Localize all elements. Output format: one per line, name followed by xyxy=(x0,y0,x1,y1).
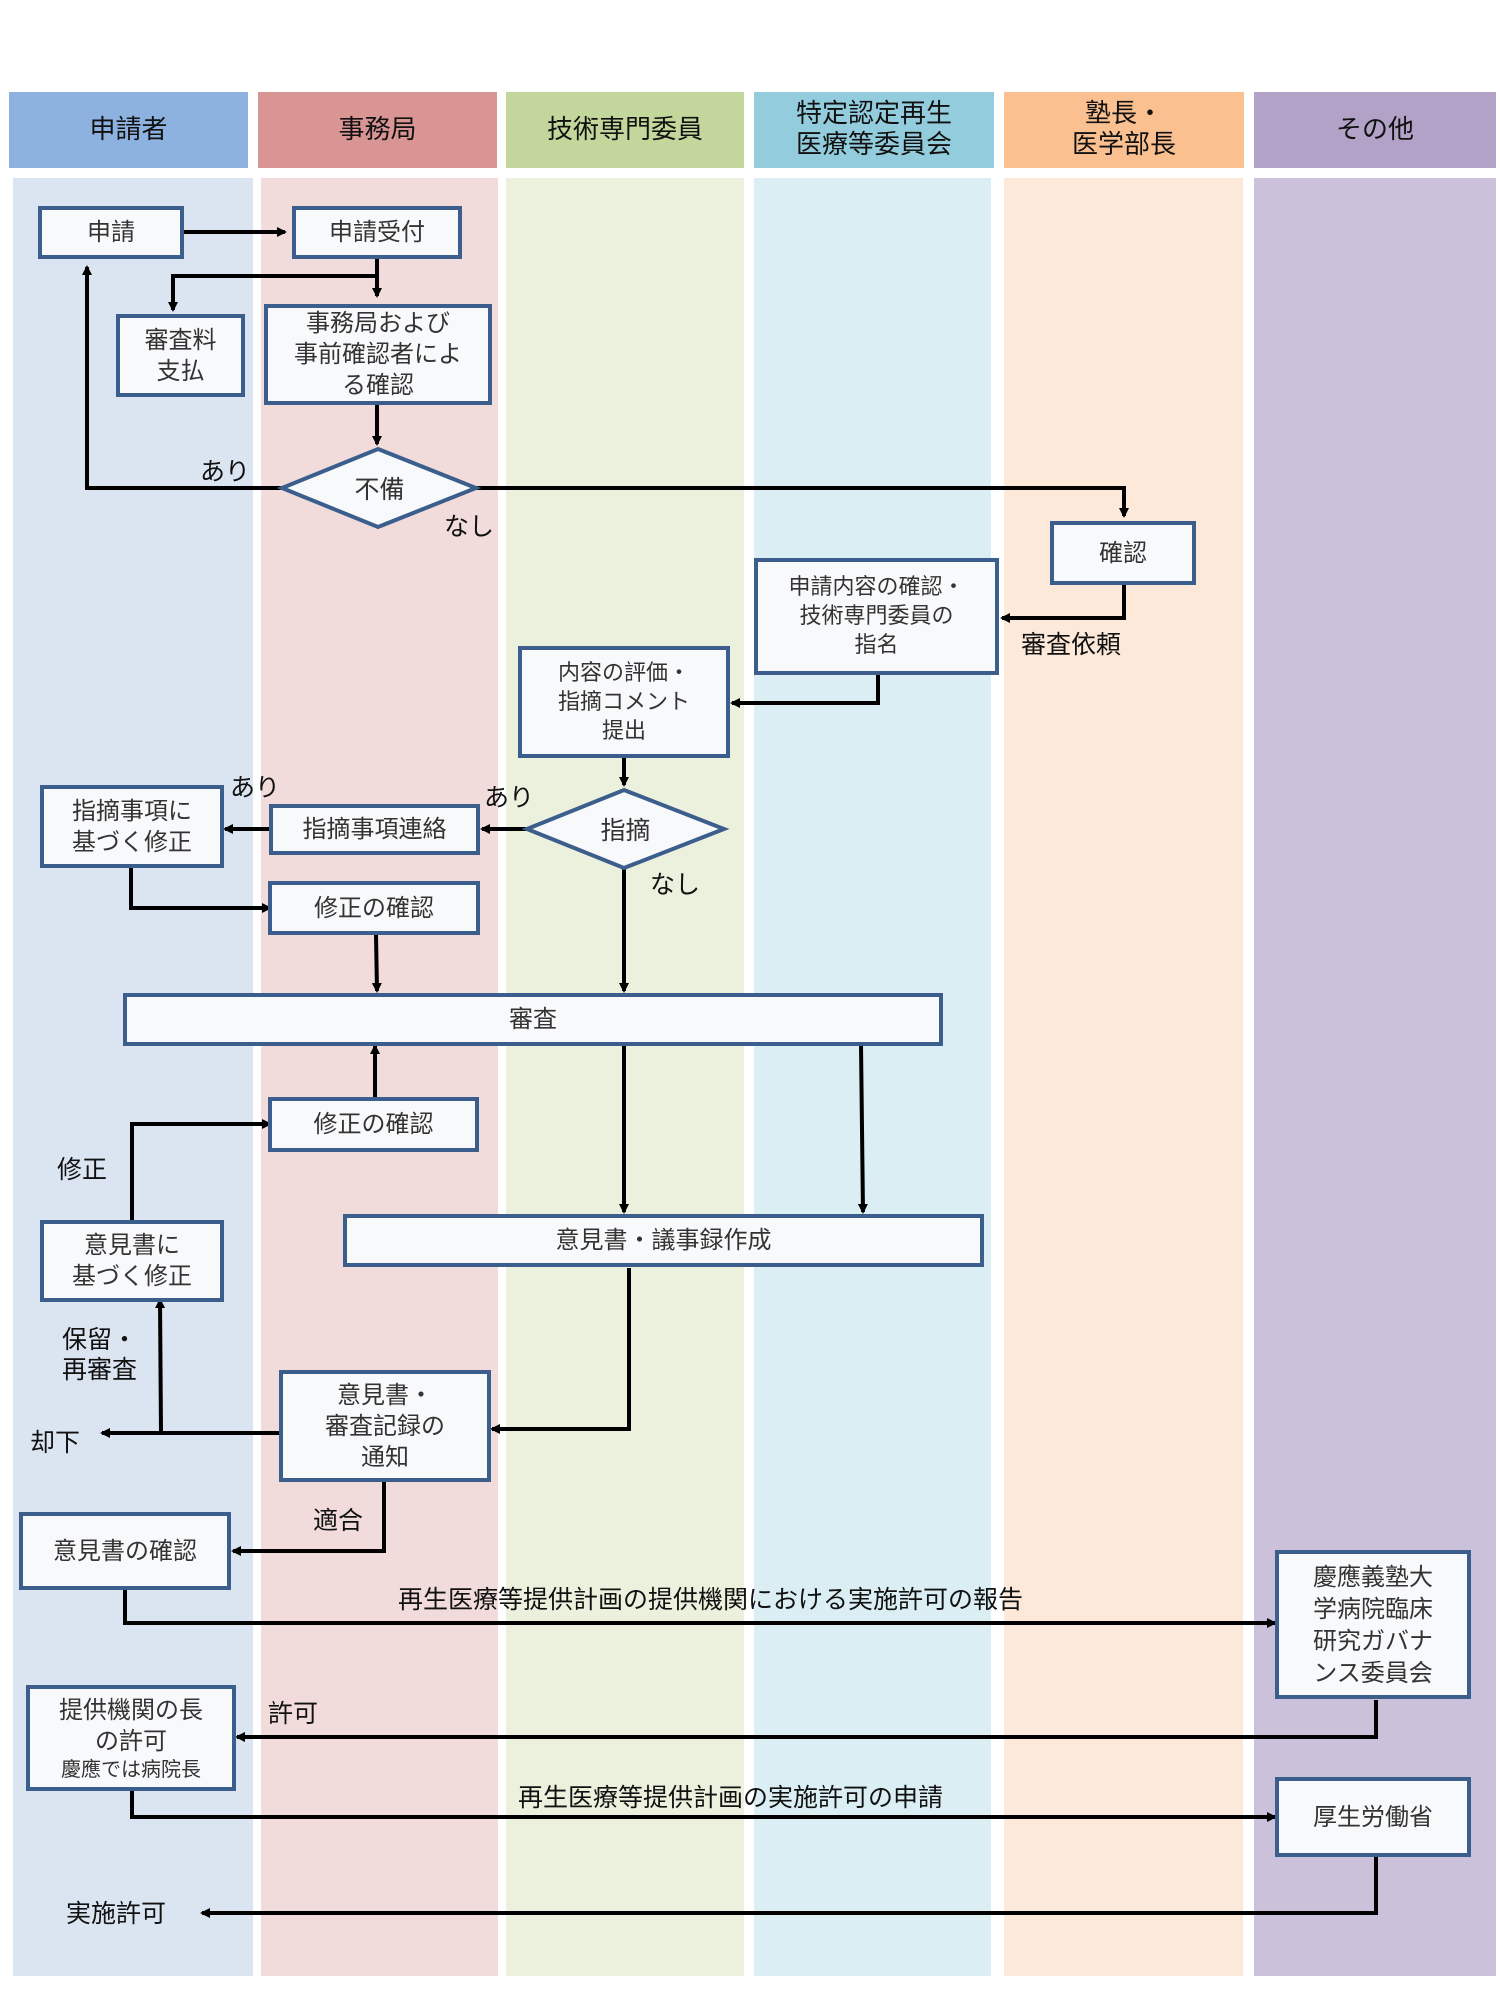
lane-committee xyxy=(754,178,991,1976)
arrow-review-to-minutes-2 xyxy=(857,1044,868,1214)
node-opinion-notice: 意見書・ 審査記録の 通知 xyxy=(279,1370,491,1482)
lane-header-other: その他 xyxy=(1254,92,1496,168)
node-opinion-confirm: 意見書の確認 xyxy=(19,1512,231,1590)
node-governance-committee: 慶應義塾大 学病院臨床 研究ガバナ ンス委員会 xyxy=(1275,1550,1471,1699)
node-remark-notice: 指摘事項連絡 xyxy=(269,804,480,855)
decision-deficiency-label: 不備 xyxy=(354,475,405,504)
label-implementation-permit: 実施許可 xyxy=(66,1899,167,1928)
arrow-content-check-to-evaluation xyxy=(730,674,880,708)
arrow-fix-to-fix-check-1 xyxy=(129,867,272,913)
head-permission-note: 慶應では病院長 xyxy=(61,1757,201,1781)
label-reject: 却下 xyxy=(30,1428,81,1457)
label-report: 再生医療等提供計画の提供機関における実施許可の報告 xyxy=(398,1585,1024,1614)
arrow-minutes-to-notice xyxy=(490,1268,631,1434)
node-fix-check-2: 修正の確認 xyxy=(268,1097,479,1152)
arrow-head-permission-to-mhlw xyxy=(130,1790,1277,1822)
head-permission-title: 提供機関の長 の許可 xyxy=(59,1696,203,1755)
decision-remark-shape xyxy=(521,787,730,871)
node-president-confirm: 確認 xyxy=(1050,521,1196,585)
label-deficiency-yes: あり xyxy=(200,457,251,486)
label-review-request: 審査依頼 xyxy=(1021,630,1122,659)
decision-remark-label: 指摘 xyxy=(600,816,651,845)
lane-president xyxy=(1004,178,1243,1976)
node-evaluation: 内容の評価・ 指摘コメント 提出 xyxy=(518,646,730,758)
node-content-check: 申請内容の確認・ 技術専門委員の 指名 xyxy=(754,558,999,675)
label-approved: 適合 xyxy=(313,1506,364,1535)
label-remark-no: なし xyxy=(650,870,701,899)
lane-header-committee: 特定認定再生 医療等委員会 xyxy=(754,92,994,168)
arrow-receive-to-fee xyxy=(168,274,377,312)
label-remark-yes-fix: あり xyxy=(230,773,281,802)
node-head-permission: 提供機関の長 の許可 慶應では病院長 xyxy=(26,1685,236,1791)
lane-header-applicant: 申請者 xyxy=(9,92,248,168)
node-opinion-minutes: 意見書・議事録作成 xyxy=(343,1214,984,1267)
node-receive: 申請受付 xyxy=(292,206,462,259)
arrow-fix-check-1-to-review xyxy=(371,934,382,993)
arrow-notice-approved-to-opinion-confirm xyxy=(231,1482,386,1556)
label-hold-rereview: 保留・ 再審査 xyxy=(62,1325,138,1384)
lane-header-secretariat: 事務局 xyxy=(258,92,497,168)
node-office-check: 事務局および 事前確認者によ る確認 xyxy=(264,304,492,405)
node-remark-fix: 指摘事項に 基づく修正 xyxy=(40,785,224,868)
label-revise: 修正 xyxy=(57,1155,108,1184)
arrow-opinion-confirm-to-governance xyxy=(123,1590,1277,1628)
node-apply: 申請 xyxy=(38,206,184,259)
label-apply-permit: 再生医療等提供計画の実施許可の申請 xyxy=(518,1783,944,1812)
arrow-deficiency-no-to-confirm xyxy=(474,486,1129,518)
arrow-opinion-fix-to-fix-check-2 xyxy=(130,1119,272,1220)
label-permit: 許可 xyxy=(268,1699,319,1728)
node-mhlw: 厚生労働省 xyxy=(1275,1777,1471,1857)
lane-applicant xyxy=(13,178,253,1976)
lane-header-president: 塾長・ 医学部長 xyxy=(1004,92,1244,168)
arrow-confirm-to-content-check xyxy=(1000,584,1126,623)
node-review: 審査 xyxy=(123,993,943,1046)
lane-header-tech-expert: 技術専門委員 xyxy=(506,92,744,168)
node-fix-check-1: 修正の確認 xyxy=(268,881,480,935)
arrow-notice-to-hold xyxy=(155,1298,166,1434)
arrow-governance-to-head-permission xyxy=(235,1700,1378,1742)
node-fee-payment: 審査料 支払 xyxy=(116,314,245,397)
arrow-mhlw-to-implementation-permit xyxy=(200,1857,1378,1918)
decision-deficiency-shape xyxy=(276,446,482,530)
arrow-deficiency-yes-to-apply xyxy=(82,265,281,490)
label-deficiency-no: なし xyxy=(444,512,495,541)
label-remark-yes-notice: あり xyxy=(484,783,535,812)
node-opinion-fix: 意見書に 基づく修正 xyxy=(40,1220,224,1302)
